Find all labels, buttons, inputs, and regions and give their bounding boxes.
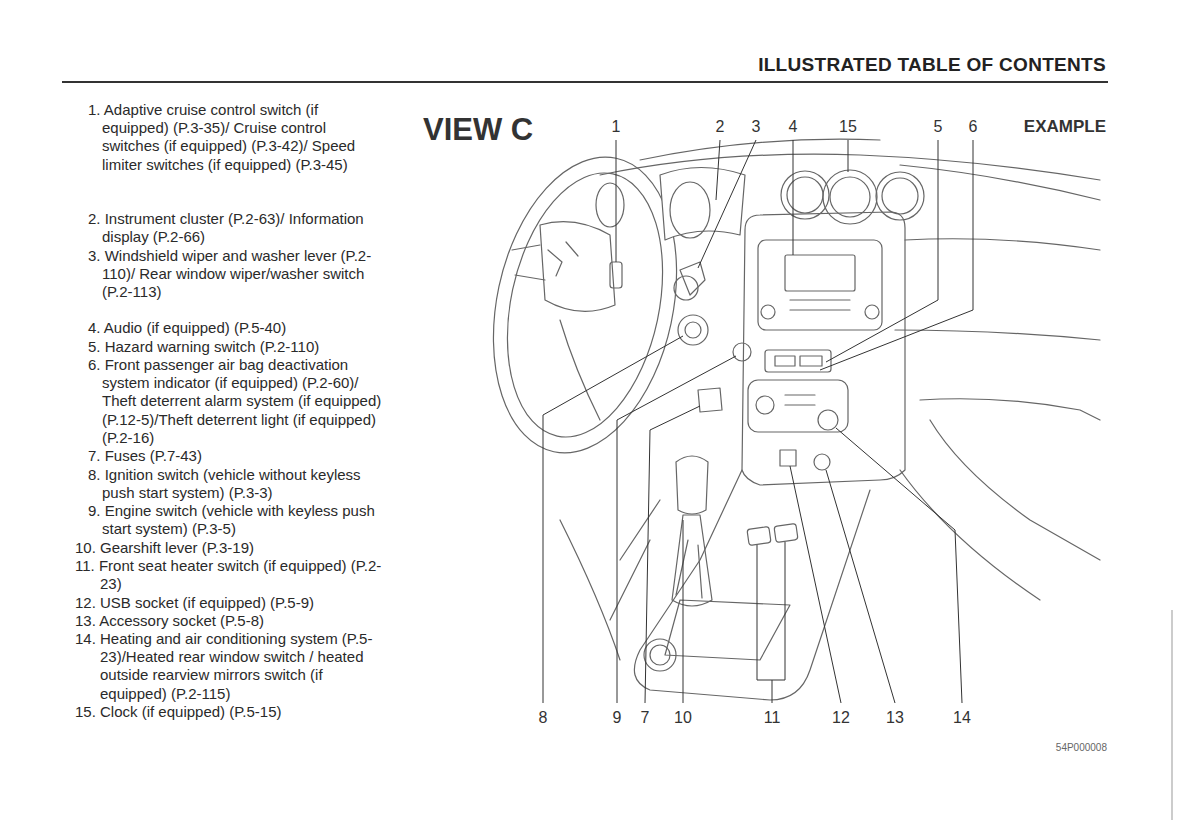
- callout-number: 4: [789, 118, 798, 136]
- view-heading: VIEW C: [423, 112, 533, 148]
- legend-entry: 12. USB socket (if equipped) (P.5-9): [75, 594, 382, 612]
- callout-number: 5: [934, 118, 943, 136]
- callout-number: 8: [539, 709, 548, 727]
- legend-entry: 3. Windshield wiper and washer lever (P.…: [88, 247, 384, 302]
- legend-entry: 1. Adaptive cruise control switch (if eq…: [88, 101, 384, 174]
- legend-entry: 4. Audio (if equipped) (P.5-40): [88, 319, 384, 337]
- callout-number: 10: [674, 709, 692, 727]
- callout-number: 13: [886, 709, 904, 727]
- legend-entry: 7. Fuses (P.7-43): [88, 447, 384, 465]
- legend-entry: 14. Heating and air conditioning system …: [75, 630, 382, 703]
- example-tag: EXAMPLE: [1024, 117, 1106, 137]
- leader-lines: [543, 140, 973, 703]
- callout-number: 6: [969, 118, 978, 136]
- callout-number: 15: [839, 118, 857, 136]
- legend-entry: 5. Hazard warning switch (P.2-110): [88, 338, 384, 356]
- callout-number: 1: [612, 118, 621, 136]
- page-edge: [1171, 610, 1173, 820]
- callout-number: 14: [953, 709, 971, 727]
- legend-entry: 9. Engine switch (vehicle with keyless p…: [88, 502, 384, 538]
- figure-code: 54P000008: [1056, 742, 1107, 753]
- callout-number: 7: [641, 709, 650, 727]
- legend-entry: 10. Gearshift lever (P.3-19): [75, 539, 382, 557]
- legend-entry: 13. Accessory socket (P.5-8): [75, 612, 382, 630]
- legend-entry: 15. Clock (if equipped) (P.5-15): [75, 703, 382, 721]
- page-title: ILLUSTRATED TABLE OF CONTENTS: [758, 54, 1106, 76]
- dashboard-drawing: [468, 139, 1100, 700]
- callout-number: 11: [764, 709, 781, 727]
- legend-entry: 6. Front passenger air bag deactivation …: [88, 356, 384, 447]
- header-rule: [62, 81, 1108, 83]
- callout-number: 3: [752, 118, 761, 136]
- legend-entry: 11. Front seat heater switch (if equippe…: [75, 557, 382, 593]
- callout-number: 9: [613, 709, 622, 727]
- legend-entry: 2. Instrument cluster (P.2-63)/ Informat…: [88, 210, 384, 246]
- callout-number: 2: [716, 118, 725, 136]
- legend-entry: 8. Ignition switch (vehicle without keyl…: [88, 466, 384, 502]
- callout-number: 12: [832, 709, 850, 727]
